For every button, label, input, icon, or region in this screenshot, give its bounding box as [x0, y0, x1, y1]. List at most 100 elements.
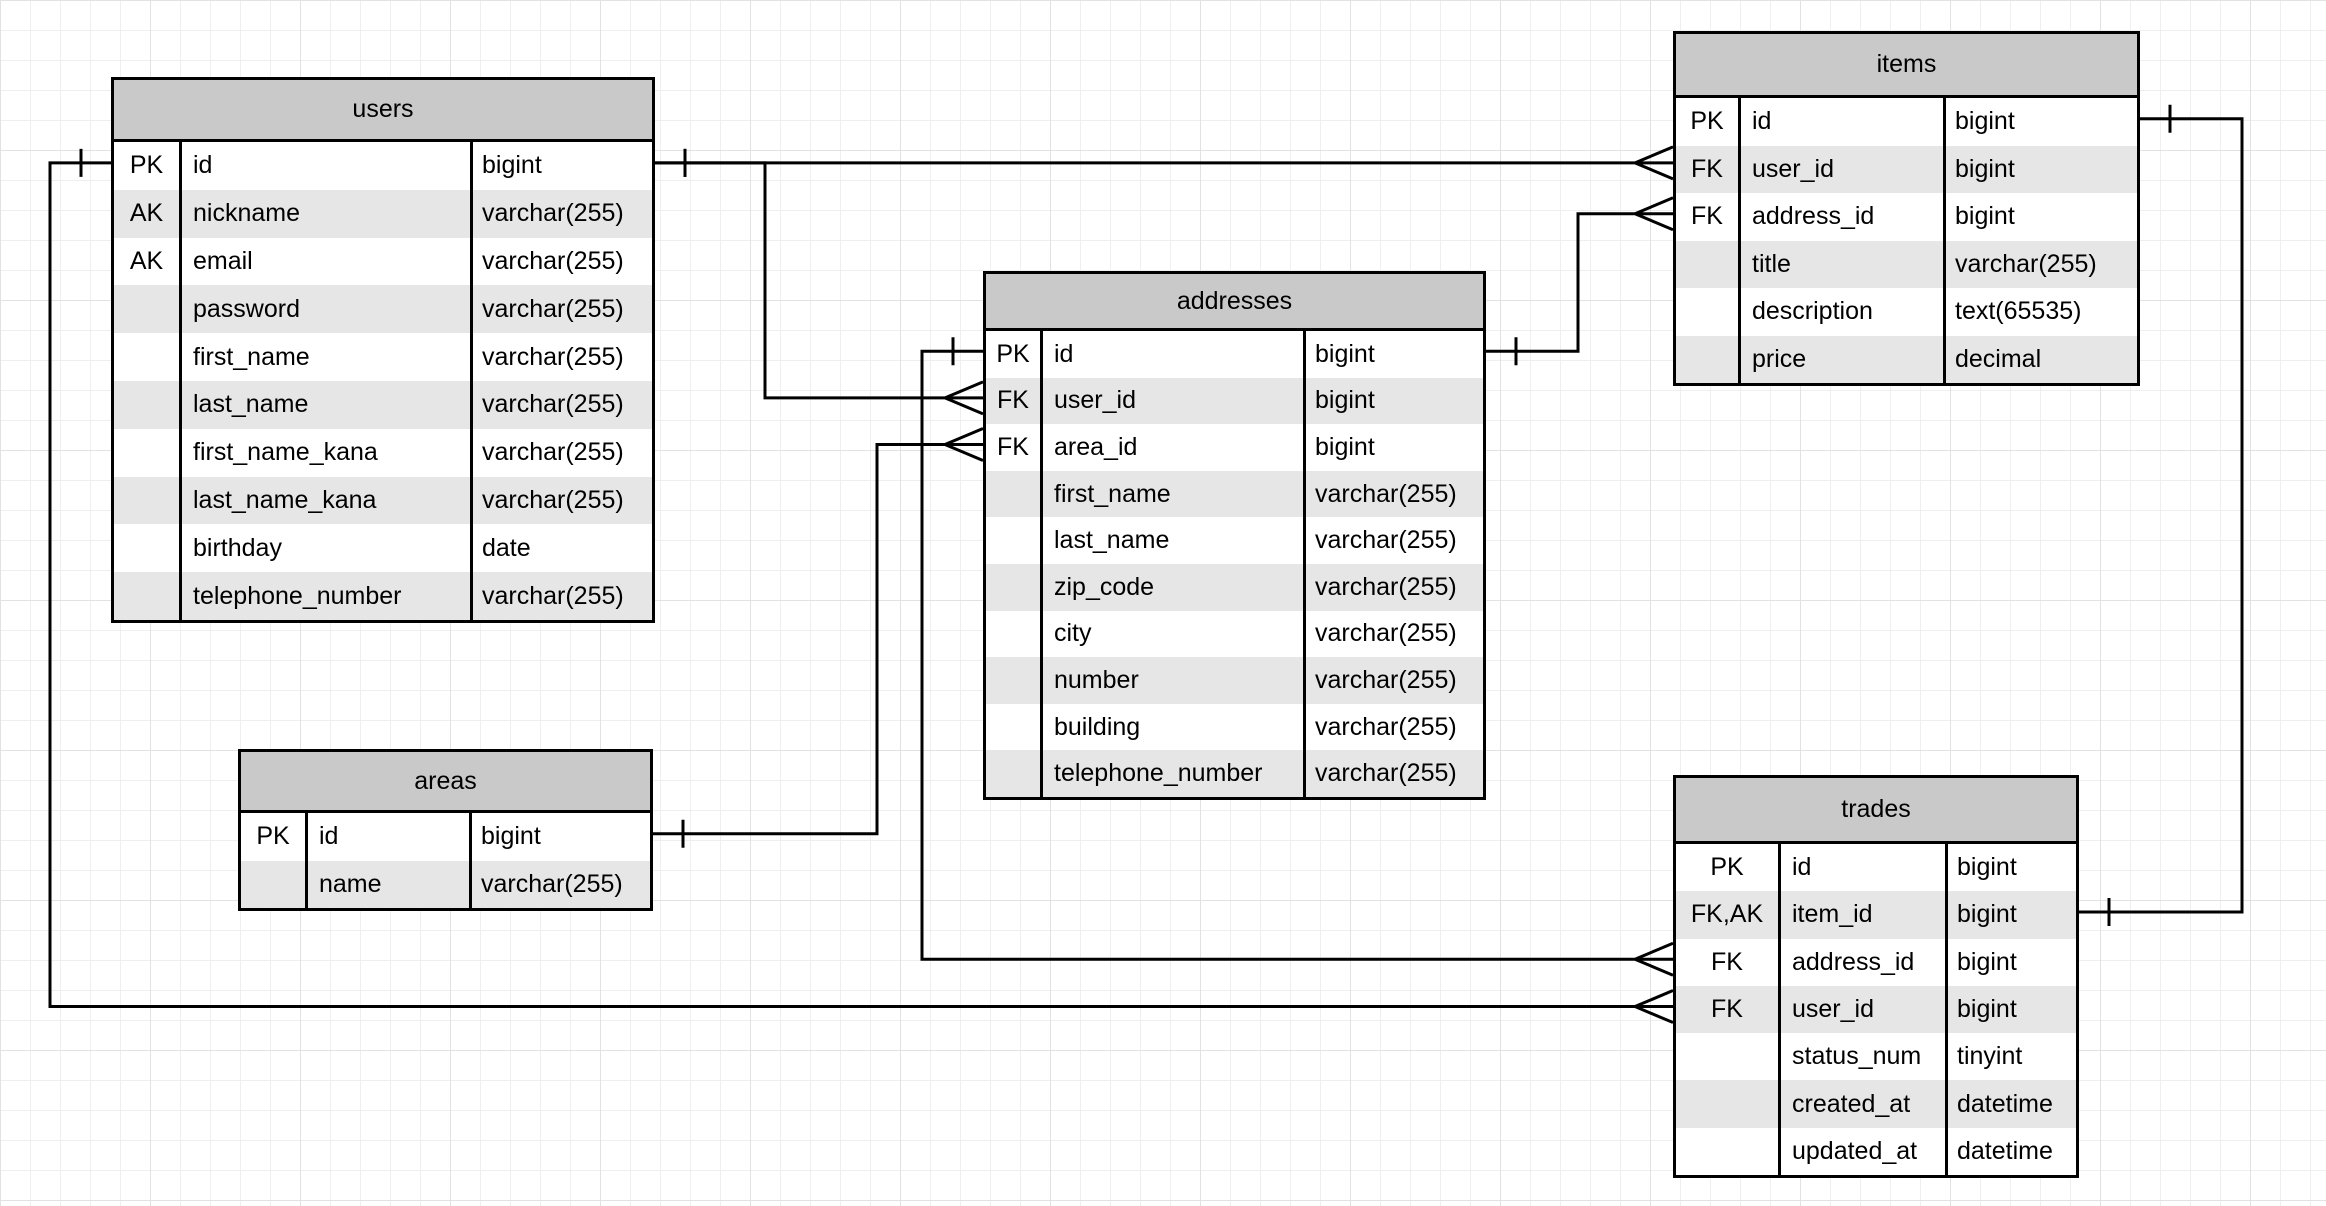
column-type-cell: varchar(255)	[1315, 526, 1457, 555]
column-name-cell: city	[1043, 610, 1306, 658]
key-cell	[1676, 1127, 1781, 1176]
key-cell	[114, 476, 182, 525]
key-cell	[986, 610, 1043, 658]
column-type-cell: bigint	[1957, 995, 2017, 1024]
column-name-cell: first_name_kana	[182, 428, 473, 477]
column-name-cell: zip_code	[1043, 563, 1306, 611]
column-type-cell: bigint	[1955, 154, 2015, 183]
key-cell	[1676, 335, 1741, 383]
key-cell: PK	[241, 813, 308, 861]
column-name-cell: first_name	[182, 333, 473, 381]
column-type-cell: varchar(255)	[1315, 759, 1457, 788]
column-name-cell: user_id	[1741, 145, 1946, 193]
edge-items-id-to-trades-item_id[interactable]	[2079, 104, 2244, 926]
edge-addresses-id-to-trades-address_id[interactable]	[920, 337, 1674, 977]
column-type-cell: bigint	[1315, 386, 1375, 415]
column-type-cell: varchar(255)	[482, 390, 624, 419]
column-type-cell: bigint	[1957, 900, 2017, 929]
key-cell: PK	[1676, 844, 1781, 892]
column-type-cell: tinyint	[1957, 1042, 2023, 1071]
column-type-cell: bigint	[1315, 432, 1375, 461]
column-type-cell: bigint	[1315, 339, 1375, 368]
edge-users-id-to-addresses-user_id[interactable]	[655, 148, 984, 416]
table-title-addresses: addresses	[986, 274, 1483, 331]
column-type-cell: varchar(255)	[1315, 712, 1457, 741]
column-type-cell: varchar(255)	[482, 199, 624, 228]
column-name-cell: title	[1741, 240, 1946, 288]
key-cell: FK	[1676, 938, 1781, 986]
key-cell	[114, 380, 182, 429]
key-cell	[114, 572, 182, 620]
edge-users-id-to-items-user_id[interactable]	[655, 145, 1674, 181]
column-name-cell: first_name	[1043, 470, 1306, 518]
edge-users-id-to-trades-user_id[interactable]	[48, 148, 1674, 1024]
edge-addresses-id-to-items-address_id[interactable]	[1486, 196, 1674, 366]
column-type-cell: varchar(255)	[1315, 665, 1457, 694]
table-row-addresses-city[interactable]: city varchar(255)	[986, 610, 1483, 658]
column-type-cell: varchar(255)	[1315, 619, 1457, 648]
column-type-cell: bigint	[1957, 853, 2017, 882]
column-name-cell: password	[182, 285, 473, 334]
column-type-cell: varchar(255)	[482, 246, 624, 275]
key-cell	[114, 524, 182, 573]
column-type-cell: bigint	[1955, 202, 2015, 231]
key-cell: FK	[1676, 193, 1741, 241]
column-type-cell: date	[482, 533, 531, 562]
column-type-cell: varchar(255)	[482, 485, 624, 514]
column-type-cell: bigint	[482, 151, 542, 180]
table-title-areas: areas	[241, 752, 650, 813]
key-cell	[114, 333, 182, 381]
column-type-cell: decimal	[1955, 344, 2042, 373]
column-type-cell: bigint	[1957, 947, 2017, 976]
column-name-cell: created_at	[1781, 1080, 1948, 1128]
column-name-cell: id	[1741, 98, 1946, 146]
table-title-trades: trades	[1676, 778, 2076, 844]
edge-areas-id-to-addresses-area_id[interactable]	[653, 427, 984, 848]
key-cell: PK	[1676, 98, 1741, 146]
column-name-cell: updated_at	[1781, 1127, 1948, 1176]
column-type-cell: bigint	[481, 822, 541, 851]
column-name-cell: area_id	[1043, 424, 1306, 471]
column-name-cell: id	[1043, 331, 1306, 378]
